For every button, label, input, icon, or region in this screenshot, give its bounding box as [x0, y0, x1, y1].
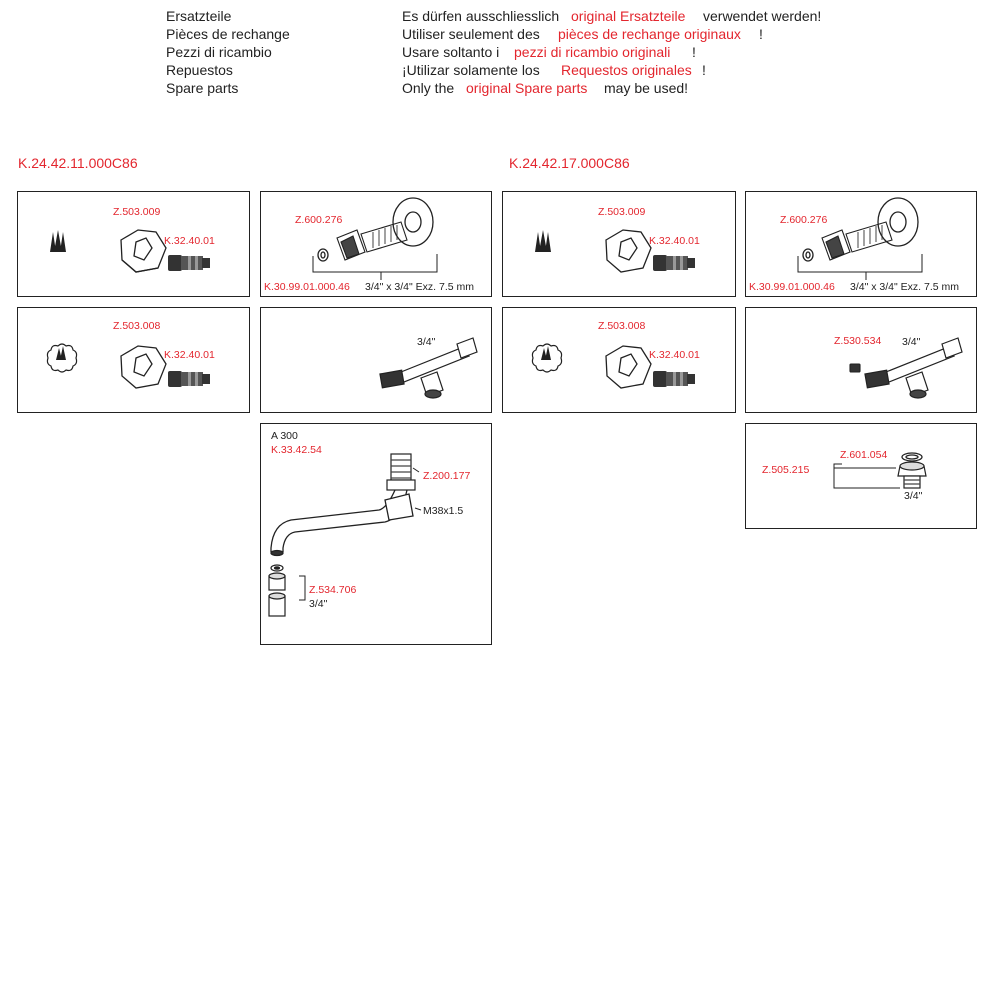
cartridge-icon [168, 255, 210, 271]
panel-coupling-right: Z.530.534 3/4" [745, 307, 977, 413]
coupling-body-icon [864, 337, 963, 399]
panel-handle-a-right: Z.503.009 K.32.40.01 [502, 191, 736, 297]
washer-icon [317, 248, 329, 262]
eccentric-connector-icon [821, 221, 893, 261]
connector-spec: 3/4" x 3/4" Exz. 7.5 mm [365, 281, 474, 293]
part-label-seal: Z.534.706 [309, 584, 357, 596]
rosette-icon [392, 197, 434, 247]
part-label-rosette: Z.600.276 [295, 214, 343, 226]
notice-suffix-de: verwendet werden! [703, 8, 822, 24]
connector-drawing [797, 197, 923, 280]
adapter-fitting-icon [897, 461, 927, 489]
lang-label-es: Repuestos [166, 62, 233, 78]
handle-icon [605, 229, 652, 273]
part-label-handle: Z.503.009 [598, 206, 646, 218]
model-title-right: K.24.42.17.000C86 [509, 155, 630, 171]
connector-drawing [312, 197, 438, 280]
handle-drawing [50, 229, 210, 273]
notice-highlight-en: original Spare parts [466, 80, 588, 96]
part-label-rosette: Z.600.276 [780, 214, 828, 226]
rosette-icon [877, 197, 919, 247]
panel-connector-left: Z.600.276 K.30.99.01.000.46 3/4" x 3/4" … [260, 191, 492, 297]
notice-highlight-it: pezzi di ricambio originali [514, 44, 671, 60]
part-label-adapter-set: Z.505.215 [762, 464, 810, 476]
cartridge-icon [168, 371, 210, 387]
spout-thread: M38x1.5 [423, 505, 464, 517]
handle-icon [605, 345, 652, 389]
notice-highlight-es: Requestos originales [561, 62, 692, 78]
handle-drawing [535, 229, 695, 273]
notice-prefix-de: Es dürfen ausschliesslich [402, 8, 560, 24]
panel-spout-left: A 300 K.33.42.54 Z.200.177 M38x1.5 Z.534… [260, 423, 492, 645]
panel-handle-b-left: Z.503.008 K.32.40.01 [17, 307, 250, 413]
part-label-cartridge: K.32.40.01 [649, 349, 700, 361]
notice-suffix-it: ! [692, 44, 696, 60]
part-label-handle: Z.503.008 [113, 320, 161, 332]
panel-adapter-right: Z.601.054 Z.505.215 3/4" [745, 423, 977, 529]
plug-icon [849, 363, 861, 373]
star-spline-icon [46, 343, 78, 373]
washer-icon [802, 248, 814, 262]
seal-thread: 3/4" [309, 598, 328, 610]
spline-icon [50, 230, 66, 252]
notice-suffix-en: may be used! [604, 80, 689, 96]
part-label-connector-set: K.30.99.01.000.46 [749, 281, 835, 293]
notice-prefix-fr: Utiliser seulement des [402, 26, 540, 42]
part-label-connector-set: K.30.99.01.000.46 [264, 281, 350, 293]
spout-drawing [268, 453, 422, 617]
star-spline-icon [531, 343, 563, 373]
adapter-drawing [833, 452, 927, 489]
lang-label-it: Pezzi di ricambio [166, 44, 272, 60]
handle-drawing [46, 343, 210, 389]
notice-suffix-es: ! [702, 62, 706, 78]
part-label-cartridge: K.32.40.01 [164, 349, 215, 361]
notice-prefix-en: Only the [402, 80, 455, 96]
coupling-body-icon [379, 337, 478, 399]
coupling-thread: 3/4" [902, 336, 921, 348]
part-label-plug: Z.530.534 [834, 335, 882, 347]
part-label-spout-nut: Z.200.177 [423, 470, 471, 482]
spout-nut-icon [386, 453, 416, 491]
connector-spec: 3/4" x 3/4" Exz. 7.5 mm [850, 281, 959, 293]
eccentric-connector-icon [336, 221, 408, 261]
notice-highlight-fr: pièces de rechange originaux [558, 26, 741, 42]
lang-label-de: Ersatzteile [166, 8, 232, 24]
lang-label-en: Spare parts [166, 80, 239, 96]
adapter-ring-icon [901, 452, 923, 462]
part-label-cartridge: K.32.40.01 [649, 235, 700, 247]
lang-label-fr: Pièces de rechange [166, 26, 290, 42]
cartridge-icon [653, 371, 695, 387]
part-label-spout: K.33.42.54 [271, 444, 322, 456]
handle-icon [120, 229, 167, 273]
handle-icon [120, 345, 167, 389]
part-label-handle: Z.503.009 [113, 206, 161, 218]
spout-pipe-icon [270, 489, 414, 557]
panel-handle-a-left: Z.503.009 K.32.40.01 [17, 191, 250, 297]
notice-suffix-fr: ! [759, 26, 763, 42]
part-label-cartridge: K.32.40.01 [164, 235, 215, 247]
part-label-handle: Z.503.008 [598, 320, 646, 332]
seal-parts-icon [268, 564, 286, 617]
notice-highlight-de: original Ersatzteile [571, 8, 686, 24]
coupling-drawing [379, 337, 478, 399]
notice-prefix-it: Usare soltanto i [402, 44, 500, 60]
panel-handle-b-right: Z.503.008 K.32.40.01 [502, 307, 736, 413]
notice-prefix-es: ¡Utilizar solamente los [402, 62, 540, 78]
spline-icon [535, 230, 551, 252]
cartridge-icon [653, 255, 695, 271]
panel-coupling-left: 3/4" [260, 307, 492, 413]
panel-connector-right: Z.600.276 K.30.99.01.000.46 3/4" x 3/4" … [745, 191, 977, 297]
adapter-thread: 3/4" [904, 490, 923, 502]
coupling-drawing [849, 337, 963, 399]
handle-drawing [531, 343, 695, 389]
coupling-thread: 3/4" [417, 336, 436, 348]
part-label-adapter-ring: Z.601.054 [840, 449, 888, 461]
model-title-left: K.24.42.11.000C86 [18, 155, 138, 171]
spout-length: A 300 [271, 430, 298, 442]
